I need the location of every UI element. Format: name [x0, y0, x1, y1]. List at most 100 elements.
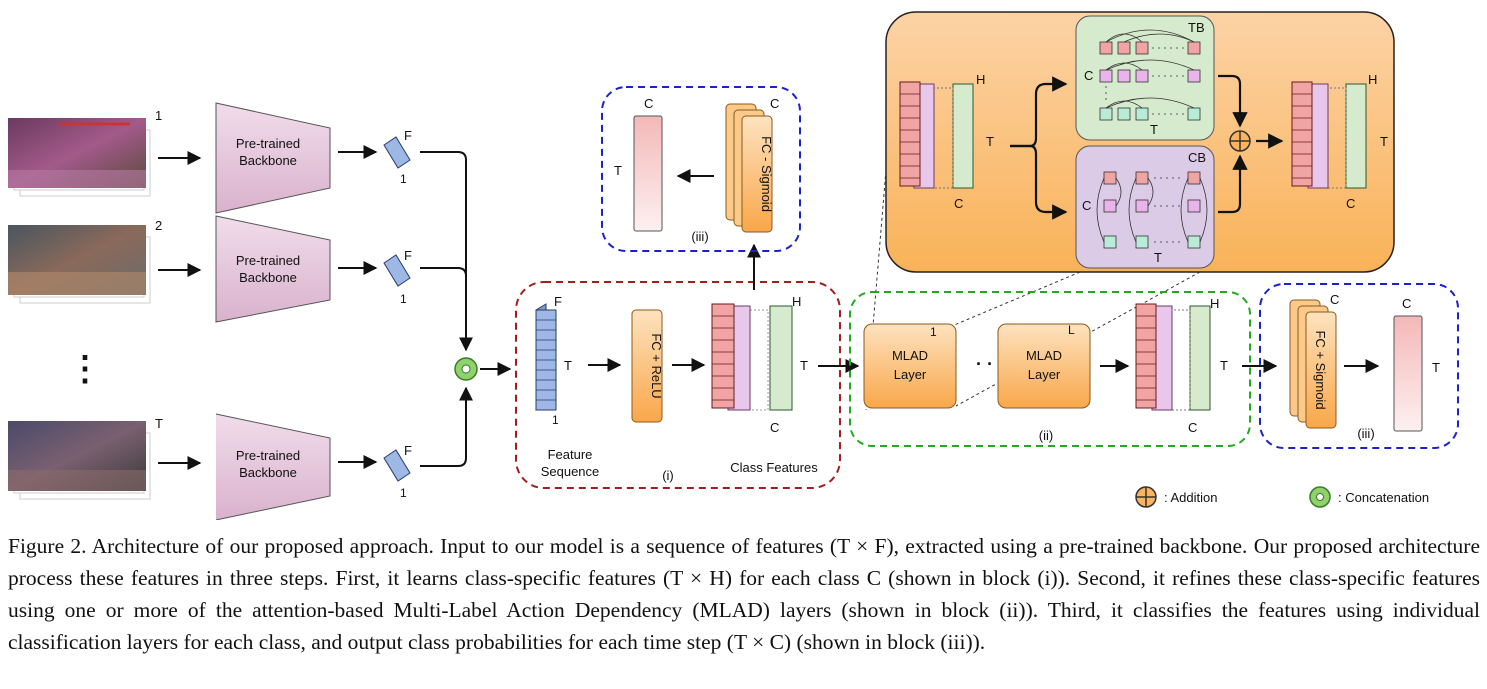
svg-text:FC - Sigmoid: FC - Sigmoid — [759, 136, 774, 212]
svg-text:Pre-trained: Pre-trained — [236, 253, 300, 268]
block-iii-top-border — [601, 86, 801, 252]
block-ii-t: T — [1220, 358, 1228, 373]
concatenation-icon — [454, 357, 478, 381]
refined-features-tensor — [1135, 303, 1211, 411]
svg-text:Backbone: Backbone — [239, 465, 297, 480]
svg-text:1: 1 — [400, 292, 407, 306]
backbone-1: Pre-trained Backbone — [215, 102, 331, 214]
class-features-tensor — [711, 303, 793, 411]
iii-top-c-out: C — [644, 96, 653, 111]
feature-sequence-tensor — [535, 303, 557, 411]
block-ii-label: (ii) — [1039, 428, 1053, 443]
backbone-t: Pre-trained Backbone — [215, 413, 331, 520]
svg-text:FC + Sigmoid: FC + Sigmoid — [1313, 330, 1328, 409]
backbone-2: Pre-trained Backbone — [215, 215, 331, 323]
cb-t: T — [1154, 250, 1162, 265]
mlad-layer-l: MLAD Layer L — [997, 323, 1091, 409]
output-probabilities-right — [1393, 315, 1423, 432]
class-features-h: H — [792, 294, 801, 309]
class-features-label: Class Features — [730, 460, 818, 475]
arrow-feature1-concat — [420, 151, 473, 352]
mlad-output-tensor — [1291, 81, 1367, 189]
mlad-out-h: H — [1368, 72, 1377, 87]
feature-vector-t: F 1 — [383, 443, 412, 500]
block-ii-border — [849, 291, 1251, 447]
addition-icon — [1229, 130, 1251, 152]
frame-label-2: 2 — [155, 218, 162, 233]
block-i-label: (i) — [662, 468, 674, 483]
iii-right-c-out: C — [1402, 296, 1411, 311]
frame-label-1: 1 — [155, 108, 162, 123]
frame-stack-1 — [8, 118, 151, 197]
class-features-c: C — [770, 420, 779, 435]
mlad-out-t: T — [1380, 134, 1388, 149]
svg-text:L: L — [1068, 323, 1075, 337]
svg-text:F: F — [404, 128, 412, 143]
iii-top-c: C — [770, 96, 779, 111]
mlad-layer-1: MLAD Layer 1 — [863, 323, 957, 409]
figure-caption: Figure 2. Architecture of our proposed a… — [8, 534, 1480, 654]
block-ii-h: H — [1210, 296, 1219, 311]
fc-sigmoid-stack-top: FC - Sigmoid — [725, 103, 774, 233]
iii-right-c: C — [1330, 292, 1339, 307]
mlad-detail-t: T — [986, 134, 994, 149]
arrow-feature2-concat — [420, 267, 467, 350]
svg-text:1: 1 — [400, 486, 407, 500]
svg-text:Backbone: Backbone — [239, 270, 297, 285]
mlad-detail-panel — [885, 11, 1395, 273]
svg-text:Pre-trained: Pre-trained — [236, 136, 300, 151]
architecture-diagram: 1 2 ⋮ T Pre-trained Backbone Pre-trained… — [8, 11, 1459, 520]
block-iii-top-label: (iii) — [691, 229, 708, 244]
tb-label: TB — [1188, 20, 1205, 35]
feature-seq-label-2: Sequence — [541, 464, 600, 479]
cb-grid — [1096, 171, 1208, 249]
mlad-out-c: C — [1346, 196, 1355, 211]
block-iii-right-label: (iii) — [1357, 426, 1374, 441]
class-features-t: T — [800, 358, 808, 373]
svg-text:1: 1 — [400, 172, 407, 186]
fc-sigmoid-stack-right: FC + Sigmoid — [1289, 299, 1337, 429]
zoom-line-top — [951, 271, 1081, 327]
iii-top-t: T — [614, 163, 622, 178]
svg-text:MLAD: MLAD — [892, 348, 928, 363]
legend-concatenation-label: : Concatenation — [1338, 490, 1429, 505]
svg-text:FC + ReLU: FC + ReLU — [649, 333, 664, 398]
arrow-featuret-concat — [420, 386, 473, 467]
svg-text:Backbone: Backbone — [239, 153, 297, 168]
legend-addition-label: : Addition — [1164, 490, 1218, 505]
output-probabilities-top — [633, 115, 663, 232]
svg-text:Layer: Layer — [1028, 367, 1061, 382]
fc-relu-block: FC + ReLU — [631, 309, 664, 423]
svg-text:F: F — [404, 443, 412, 458]
frame-label-t: T — [155, 416, 163, 431]
arrow-tb-add — [1218, 74, 1248, 128]
tb-grid — [1099, 29, 1201, 121]
feature-seq-f: F — [554, 294, 562, 309]
feature-vector-2: F 1 — [383, 248, 412, 306]
frames-ellipsis: ⋮ — [68, 350, 102, 388]
feature-vector-1: F 1 — [383, 128, 412, 186]
svg-text:MLAD: MLAD — [1026, 348, 1062, 363]
mlad-ellipsis: · · · — [976, 354, 1004, 374]
frame-stack-t — [8, 421, 151, 500]
svg-text:Layer: Layer — [894, 367, 927, 382]
mlad-input-tensor — [899, 81, 974, 189]
block-iii-right-border — [1259, 283, 1459, 449]
feature-seq-label-1: Feature — [548, 447, 593, 462]
svg-text:Pre-trained: Pre-trained — [236, 448, 300, 463]
svg-text:F: F — [404, 248, 412, 263]
iii-right-t: T — [1432, 360, 1440, 375]
block-ii-c: C — [1188, 420, 1197, 435]
cb-label: CB — [1188, 150, 1206, 165]
tb-t: T — [1150, 122, 1158, 137]
svg-text:1: 1 — [930, 325, 937, 339]
tb-c: C — [1084, 68, 1093, 83]
legend-addition — [1135, 486, 1157, 508]
mlad-detail-h: H — [976, 72, 985, 87]
mlad-detail-c: C — [954, 196, 963, 211]
legend-concatenation — [1309, 486, 1331, 508]
cb-c: C — [1082, 198, 1091, 213]
arrow-to-cb — [1010, 144, 1068, 220]
frame-stack-2 — [8, 225, 151, 304]
arrow-cb-add — [1218, 154, 1248, 214]
